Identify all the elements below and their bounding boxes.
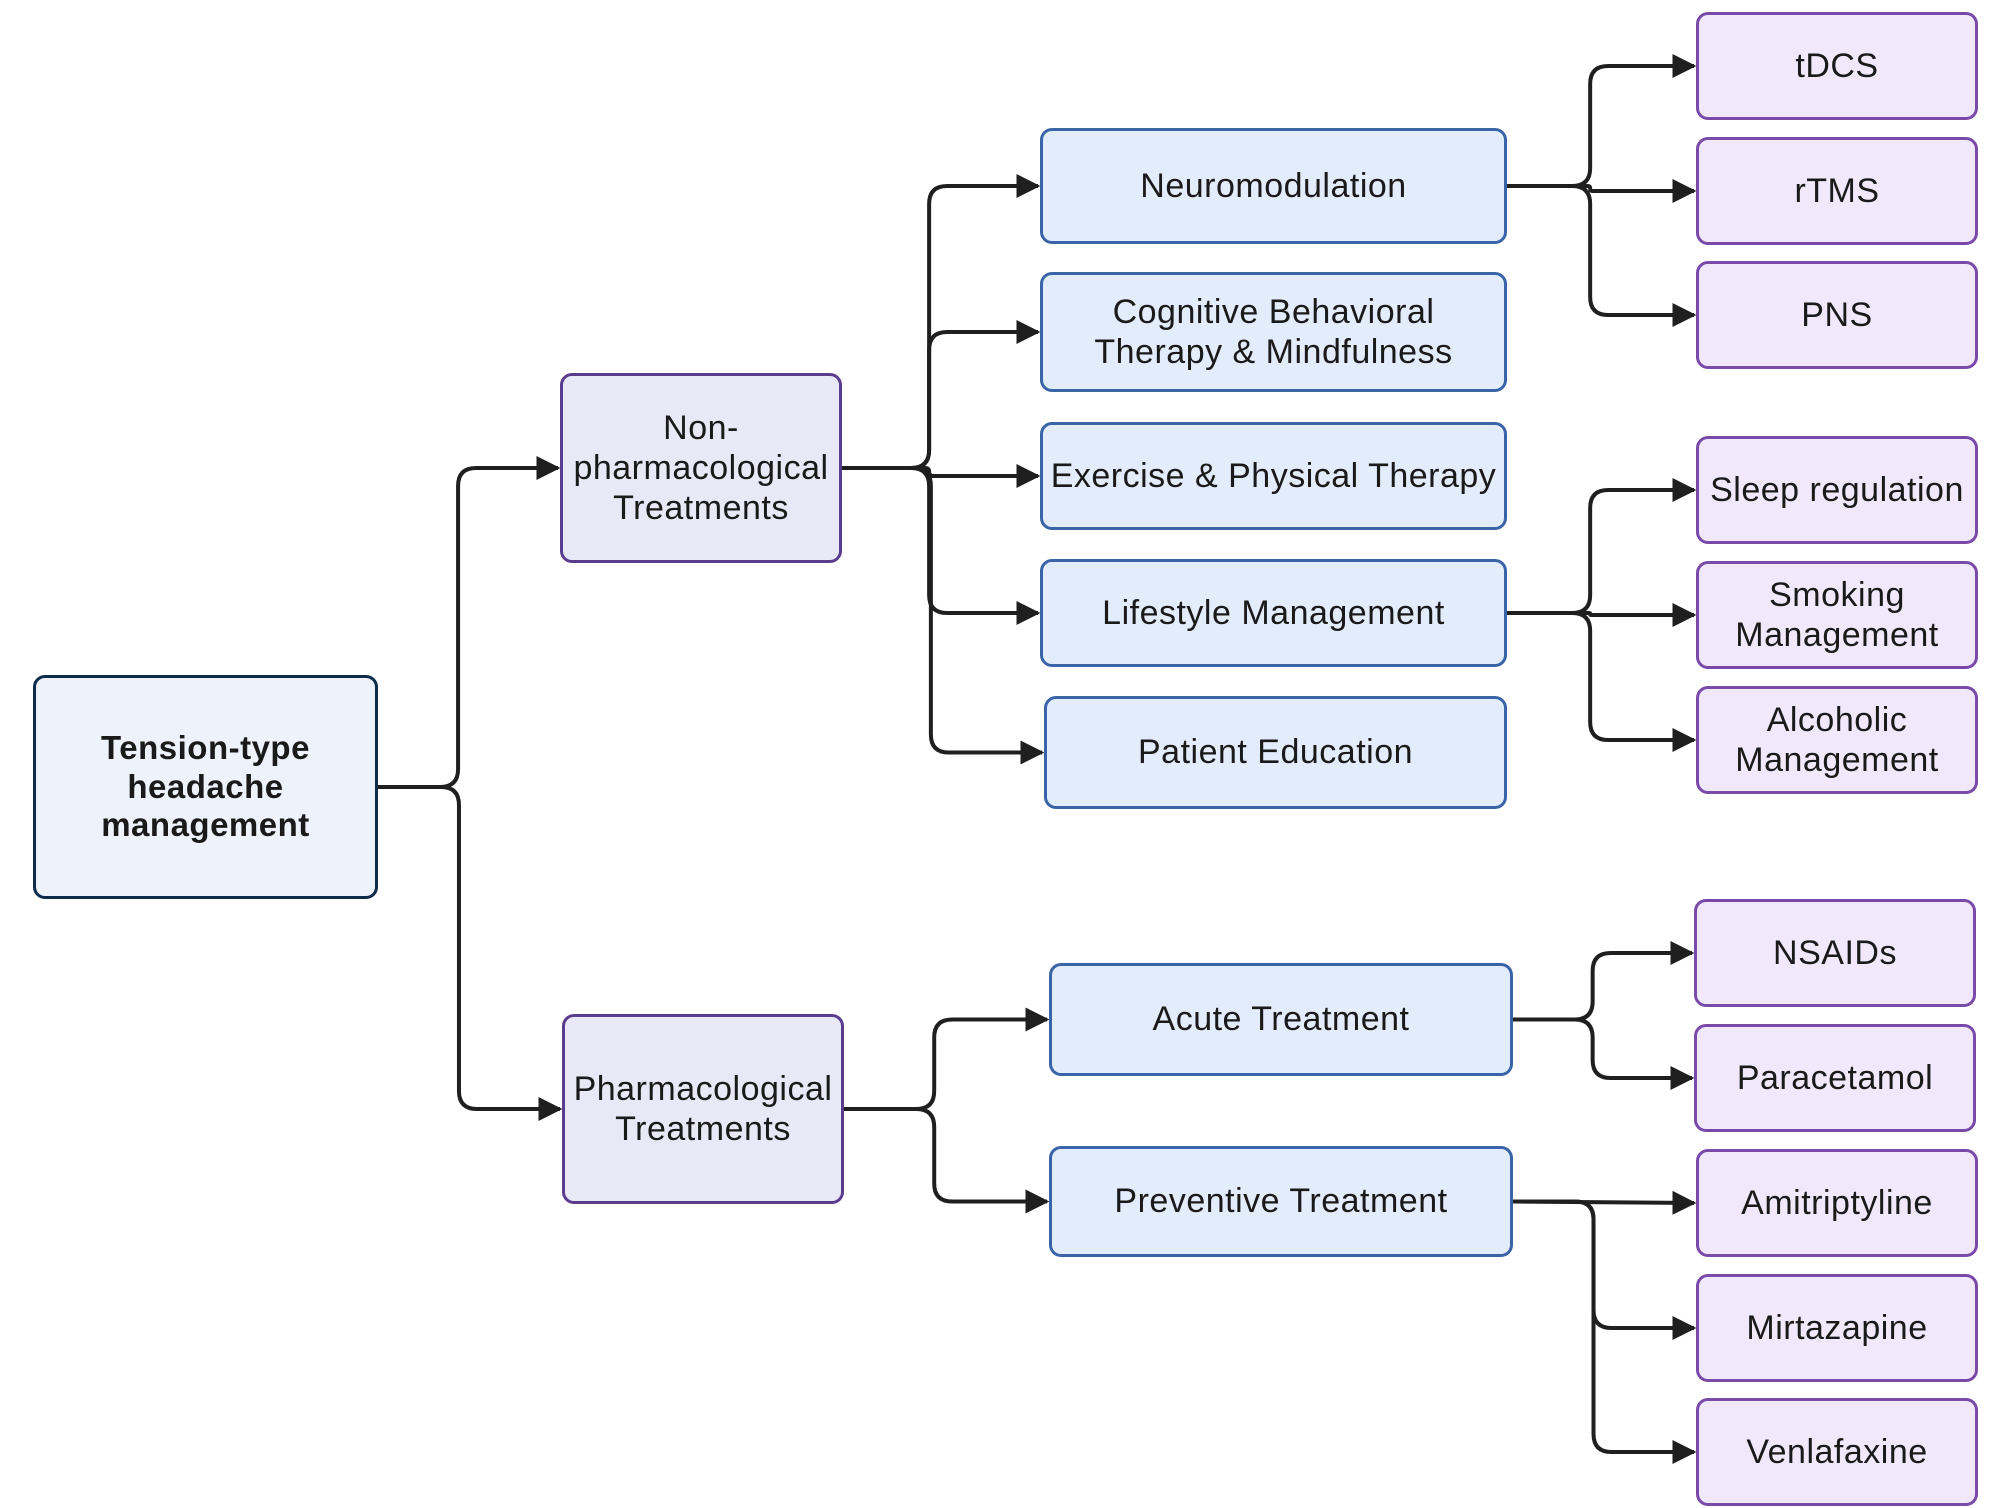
approach-node-label: Acute Treatment	[1152, 1000, 1410, 1039]
connector-arrow-root-to-pharm	[378, 785, 563, 1121]
leaf-node-sleep-regulation: Sleep regulation	[1696, 436, 1978, 544]
leaf-node-label: rTMS	[1794, 171, 1880, 210]
leaf-node-label: Alcoholic Management	[1735, 700, 1939, 779]
connector-arrow-nonpharm-to-neuromodulation	[842, 174, 1041, 470]
leaf-node-label: Paracetamol	[1736, 1058, 1934, 1097]
connector-arrow-acute-to-paracetamol	[1513, 1017, 1695, 1090]
category-node-label: Pharmacological Treatments	[573, 1069, 833, 1148]
approach-node-neuromodulation: Neuromodulation	[1040, 128, 1507, 244]
approach-node-patient-education: Patient Education	[1044, 696, 1507, 809]
leaf-node-amitriptyline: Amitriptyline	[1696, 1149, 1978, 1257]
leaf-node-label: Venlafaxine	[1746, 1432, 1928, 1471]
approach-node-label: Patient Education	[1137, 733, 1414, 772]
connector-arrow-neuromodulation-to-tdcs	[1507, 54, 1697, 188]
leaf-node-smoking-management: Smoking Management	[1696, 561, 1978, 669]
leaf-node-rtms: rTMS	[1696, 137, 1978, 245]
connector-arrow-root-to-nonpharm	[378, 456, 561, 789]
connector-arrow-neuromodulation-to-rtms	[1507, 179, 1697, 203]
leaf-node-label: NSAIDs	[1773, 933, 1897, 972]
connector-arrow-nonpharm-to-exercise	[842, 464, 1041, 488]
connector-arrow-pharm-to-acute	[844, 1007, 1050, 1111]
category-node-pharmacological: Pharmacological Treatments	[562, 1014, 844, 1204]
connector-arrow-nonpharm-to-cbt	[842, 320, 1041, 470]
root-node-tth-management: Tension-type headache management	[33, 675, 378, 899]
leaf-node-mirtazapine: Mirtazapine	[1696, 1274, 1978, 1382]
approach-node-lifestyle-management: Lifestyle Management	[1040, 559, 1507, 667]
leaf-node-venlafaxine: Venlafaxine	[1696, 1398, 1978, 1506]
connector-arrow-neuromodulation-to-pns	[1507, 184, 1697, 327]
root-node-label: Tension-type headache management	[101, 728, 310, 844]
leaf-node-alcoholic-management: Alcoholic Management	[1696, 686, 1978, 794]
leaf-node-label: Sleep regulation	[1710, 470, 1964, 509]
connector-arrow-nonpharm-to-education	[842, 466, 1045, 765]
approach-node-acute-treatment: Acute Treatment	[1049, 963, 1513, 1076]
leaf-node-paracetamol: Paracetamol	[1694, 1024, 1976, 1132]
leaf-node-label: tDCS	[1795, 46, 1879, 85]
connector-arrow-nonpharm-to-lifestyle	[842, 466, 1041, 625]
connector-arrow-lifestyle-to-smoking	[1507, 603, 1697, 627]
approach-node-exercise-physical-therapy: Exercise & Physical Therapy	[1040, 422, 1507, 530]
leaf-node-label: Amitriptyline	[1741, 1183, 1933, 1222]
category-node-nonpharmacological: Non-pharmacological Treatments	[560, 373, 842, 563]
leaf-node-tdcs: tDCS	[1696, 12, 1978, 120]
approach-node-preventive-treatment: Preventive Treatment	[1049, 1146, 1513, 1257]
connector-arrow-acute-to-nsaids	[1513, 941, 1695, 1022]
connector-arrow-preventive-to-mirtazapine	[1513, 1199, 1697, 1340]
approach-node-label: Neuromodulation	[1140, 166, 1407, 205]
category-node-label: Non-pharmacological Treatments	[573, 408, 829, 528]
approach-node-label: Cognitive Behavioral Therapy & Mindfulne…	[1094, 292, 1453, 371]
leaf-node-label: Mirtazapine	[1746, 1308, 1928, 1347]
connector-arrow-pharm-to-preventive	[844, 1107, 1050, 1214]
connector-arrow-lifestyle-to-sleep	[1507, 478, 1697, 615]
leaf-node-label: Smoking Management	[1735, 575, 1939, 654]
connector-arrow-preventive-to-venlafaxine	[1513, 1199, 1697, 1464]
leaf-node-label: PNS	[1801, 295, 1873, 334]
approach-node-label: Preventive Treatment	[1114, 1182, 1448, 1221]
approach-node-label: Lifestyle Management	[1102, 593, 1445, 632]
approach-node-label: Exercise & Physical Therapy	[1050, 456, 1497, 495]
leaf-node-pns: PNS	[1696, 261, 1978, 369]
approach-node-cbt-mindfulness: Cognitive Behavioral Therapy & Mindfulne…	[1040, 272, 1507, 392]
connector-arrow-lifestyle-to-alcoholic	[1507, 611, 1697, 752]
leaf-node-nsaids: NSAIDs	[1694, 899, 1976, 1007]
